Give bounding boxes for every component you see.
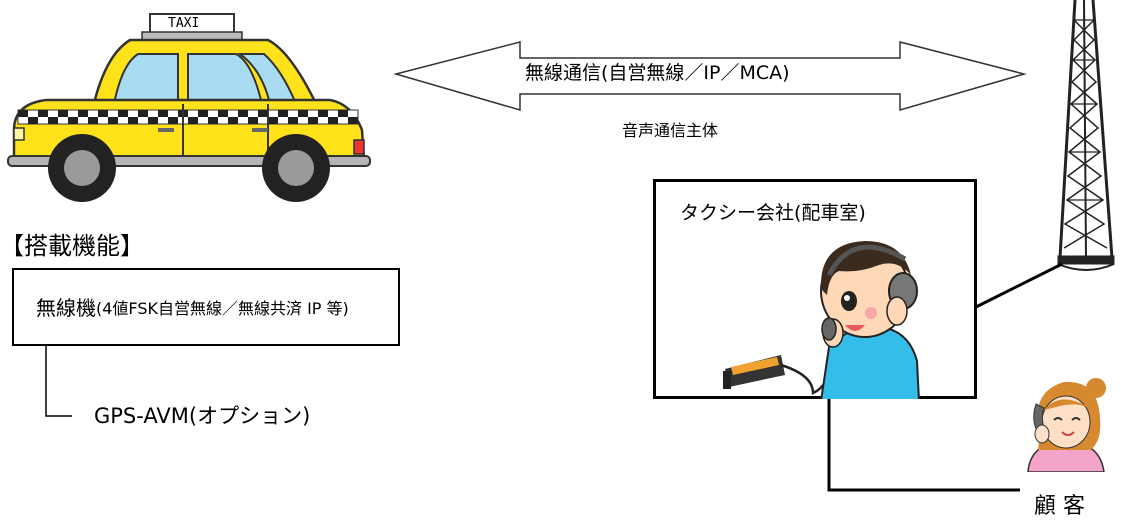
taxi-roof-sign-text: TAXI: [168, 16, 200, 31]
wireless-link-label: 無線通信(自営無線／IP／MCA): [525, 62, 790, 84]
features-heading: 【搭載機能】: [0, 232, 144, 260]
radio-main-label: 無線機: [36, 296, 96, 320]
wireless-link-sublabel: 音声通信主体: [622, 121, 719, 140]
customer-label: 顧 客: [1034, 494, 1085, 519]
radio-console-icon: [723, 355, 785, 389]
taxi-company-label: タクシー会社(配車室): [680, 202, 866, 224]
dispatcher-illustration: [723, 241, 920, 399]
radio-equipment-box: 無線機 (4値FSK自営無線／無線共済 IP 等): [12, 268, 400, 346]
tower-company-connector: [973, 262, 1063, 310]
radio-detail-label: (4値FSK自営無線／無線共済 IP 等): [96, 299, 349, 318]
company-customer-connector: [827, 398, 1020, 492]
taxi-company-box: タクシー会社(配車室): [653, 179, 977, 399]
wireless-link-arrow: [393, 41, 1027, 111]
radio-tower-illustration: [1057, 0, 1115, 271]
taxi-illustration: [7, 13, 371, 202]
gps-avm-option-label: GPS-AVM(オプション): [94, 404, 311, 428]
tree-connector: [45, 345, 72, 417]
customer-illustration: [1027, 378, 1106, 472]
